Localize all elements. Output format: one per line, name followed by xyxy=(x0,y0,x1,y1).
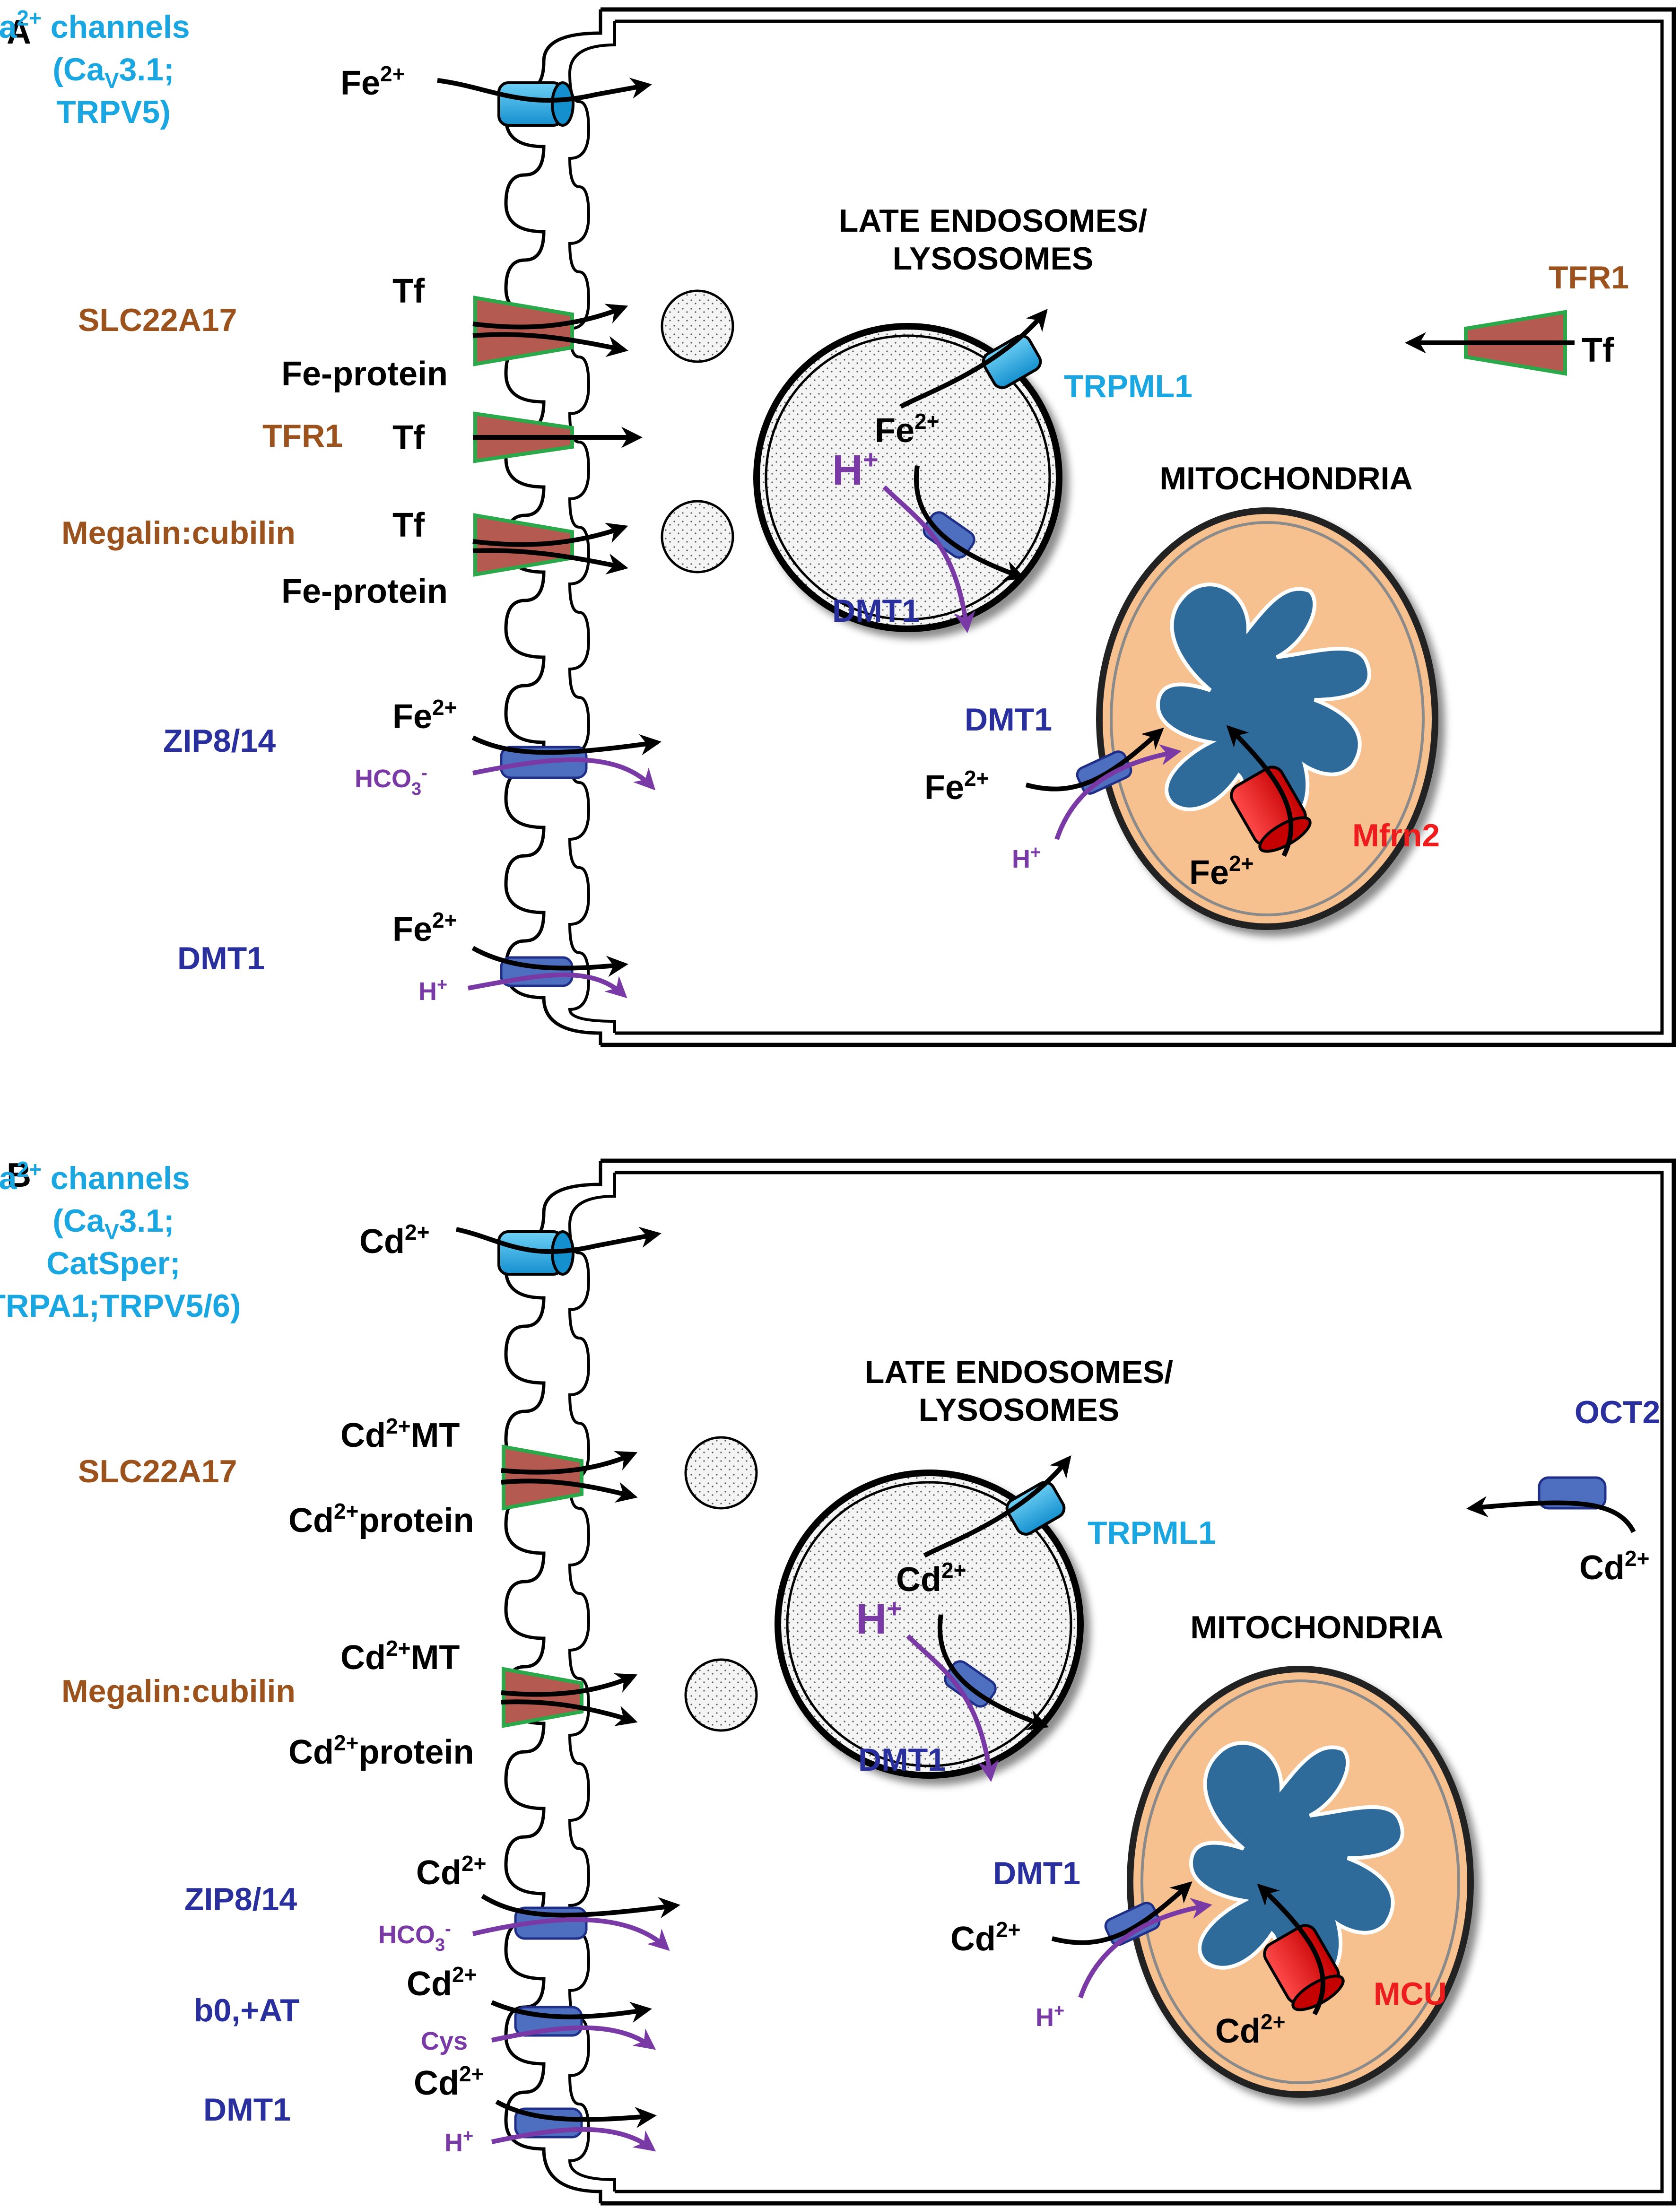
megalin-receptor-b xyxy=(502,1667,583,1728)
channel-list-b-1: (CaV3.1; xyxy=(52,1203,174,1244)
dmt1-label-b: DMT1 xyxy=(203,2092,291,2128)
slc-ligand-top-a: Tf xyxy=(392,272,425,310)
mito-ion-a: Fe2+ xyxy=(924,766,989,807)
ion-a-3: Fe2+ xyxy=(392,908,457,948)
mito-title-a: MITOCHONDRIA xyxy=(1159,461,1412,496)
channel-list-b-2: CatSper; xyxy=(46,1245,180,1281)
megalin-ligand-bottom-b: Cd2+protein xyxy=(288,1731,474,1771)
ion-b-2: Cd2+ xyxy=(416,1851,486,1892)
mcu-channel-b xyxy=(1263,1924,1345,2011)
ion-b-4: Cd2+ xyxy=(414,2061,484,2102)
mito-channel-ion-b: Cd2+ xyxy=(1215,2009,1285,2050)
ion-b-3: Cd2+ xyxy=(407,1962,477,2003)
mito-channel-ion-a: Fe2+ xyxy=(1189,851,1253,892)
mito-proton-b: H+ xyxy=(1036,2001,1064,2032)
endosome-ion-b: Cd2+ xyxy=(896,1558,966,1599)
trpml1-channel-a xyxy=(982,334,1042,389)
ion-b-1: Cd2+ xyxy=(359,1220,429,1261)
megalin-ligand-top-a: Tf xyxy=(392,506,425,544)
dmt1-proton-a: H+ xyxy=(418,975,447,1006)
basolateral-ion-b: Cd2+ xyxy=(1579,1546,1649,1587)
mitochondrion-b xyxy=(1127,1666,1474,2098)
mito-dmt1-label-b: DMT1 xyxy=(993,1855,1080,1891)
endosome-title-b-2: LYSOSOMES xyxy=(919,1392,1120,1428)
zip-label-a: ZIP8/14 xyxy=(163,723,276,759)
mito-dmt1-label-a: DMT1 xyxy=(965,702,1052,738)
b0at-cotransport-b: Cys xyxy=(421,2027,468,2055)
channel-title-a: Ca2+ channels xyxy=(0,6,190,45)
calcium-channel-a xyxy=(497,81,575,127)
endosome-a xyxy=(753,323,1062,632)
panel-b: B Ca2+ channels (CaV3.1; CatSper; TRPA1;… xyxy=(0,1157,1676,2206)
slc-ligand-bottom-b: Cd2+protein xyxy=(288,1499,474,1539)
mito-proton-a: H+ xyxy=(1012,843,1041,873)
endosome-ion-a: Fe2+ xyxy=(875,409,939,450)
cell-membrane-a xyxy=(601,7,1676,1047)
endosome-title-b-1: LATE ENDOSOMES/ xyxy=(865,1354,1173,1390)
channel-list-a-2: TRPV5) xyxy=(56,94,171,130)
endosome-b xyxy=(775,1470,1084,1779)
slc-label-b: SLC22A17 xyxy=(78,1453,237,1489)
ion-a-2: Fe2+ xyxy=(392,695,457,736)
vesicle-a-2 xyxy=(661,500,734,574)
mito-matrix-b xyxy=(1189,1741,1404,1985)
trpml1-channel-b xyxy=(1005,1481,1066,1536)
megalin-label-b: Megalin:cubilin xyxy=(61,1673,296,1709)
mito-title-b: MITOCHONDRIA xyxy=(1190,1609,1443,1645)
endosome-proton-a: H+ xyxy=(832,444,879,494)
mitochondrion-a xyxy=(1096,507,1438,930)
tfr1-apical-ligand-a: Tf xyxy=(392,419,425,457)
zip-label-b: ZIP8/14 xyxy=(184,1881,297,1917)
slc-label-a: SLC22A17 xyxy=(78,302,237,338)
cell-membrane-b xyxy=(601,1158,1676,2206)
basolateral-label-a: TFR1 xyxy=(1549,260,1629,296)
vesicle-a-1 xyxy=(661,289,734,363)
dmt1-label-a: DMT1 xyxy=(177,940,265,976)
channel-list-b-3: TRPA1;TRPV5/6) xyxy=(0,1288,241,1324)
trpml1-label-a: TRPML1 xyxy=(1064,368,1193,404)
ion-a-1: Fe2+ xyxy=(340,61,405,102)
tfr1-apical-label-a: TFR1 xyxy=(262,418,343,454)
slc-receptor-a xyxy=(473,296,574,366)
mito-channel-label-a: Mfrn2 xyxy=(1352,818,1440,853)
endosome-title-a-2: LYSOSOMES xyxy=(893,241,1094,277)
mito-channel-label-b: MCU xyxy=(1374,1976,1447,2012)
channel-list-a-1: (CaV3.1; xyxy=(52,52,174,93)
panel-letter-a: A xyxy=(7,13,31,51)
b0at-label-b: b0,+AT xyxy=(194,1992,300,2028)
channel-title-b: Ca2+ channels xyxy=(0,1157,190,1196)
mitoferrin-channel-a xyxy=(1230,765,1312,853)
panel-a: A Ca2+ channels (CaV3.1; TRPV5) Fe2+ SLC… xyxy=(0,6,1676,1047)
vesicle-b-1 xyxy=(684,1436,758,1510)
slc-ligand-top-b: Cd2+MT xyxy=(340,1414,460,1454)
endosome-dmt1-label-b: DMT1 xyxy=(858,1742,946,1778)
basolateral-ligand-a: Tf xyxy=(1582,331,1614,369)
zip-cotransport-b: HCO3- xyxy=(378,1919,451,1955)
trpml1-label-b: TRPML1 xyxy=(1088,1515,1216,1551)
megalin-ligand-top-b: Cd2+MT xyxy=(340,1636,460,1677)
slc-receptor-b xyxy=(502,1444,583,1511)
zip-cotransport-a: HCO3- xyxy=(355,763,427,799)
mito-ion-b: Cd2+ xyxy=(950,1917,1020,1958)
mito-matrix-a xyxy=(1156,583,1371,826)
vesicle-b-2 xyxy=(684,1658,758,1732)
endosome-dmt1-label-a: DMT1 xyxy=(832,593,920,629)
endosome-proton-b: H+ xyxy=(856,1593,902,1643)
megalin-label-a: Megalin:cubilin xyxy=(61,515,296,551)
panel-letter-b: B xyxy=(7,1157,31,1194)
basolateral-label-b: OCT2 xyxy=(1575,1394,1660,1430)
slc-ligand-bottom-a: Fe-protein xyxy=(281,355,448,393)
dmt1-proton-b: H+ xyxy=(444,2126,473,2157)
megalin-ligand-bottom-a: Fe-protein xyxy=(281,573,448,610)
endosome-title-a-1: LATE ENDOSOMES/ xyxy=(839,203,1147,239)
